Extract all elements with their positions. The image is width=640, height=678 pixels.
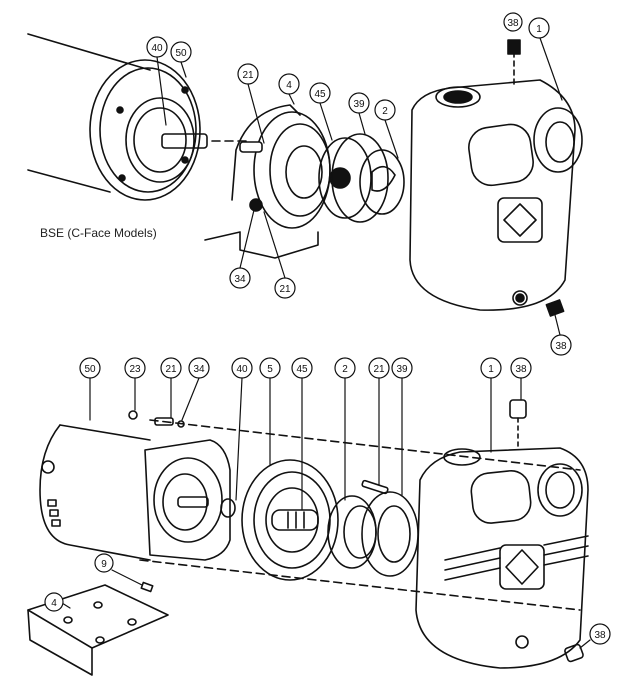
- svg-text:21: 21: [242, 70, 254, 81]
- svg-text:4: 4: [286, 80, 292, 91]
- svg-text:21: 21: [165, 364, 177, 375]
- svg-text:40: 40: [151, 43, 163, 54]
- svg-text:38: 38: [555, 341, 567, 352]
- callout-21-bottom-of-top: 21: [263, 211, 296, 299]
- bottom-pump-casing: [415, 399, 589, 669]
- svg-text:40: 40: [236, 364, 248, 375]
- top-bracket: [204, 104, 331, 259]
- callout-34-top: 34: [229, 209, 255, 289]
- svg-text:34: 34: [193, 364, 205, 375]
- callout-5-bottom: 5: [259, 357, 281, 466]
- top-seal-and-gasket: [318, 133, 405, 223]
- callout-34-bottom: 34: [181, 357, 210, 421]
- svg-text:9: 9: [101, 559, 107, 570]
- callout-38-bottom-top: 38: [510, 357, 532, 401]
- svg-text:45: 45: [296, 364, 308, 375]
- callout-21-bottom: 21: [160, 357, 182, 419]
- callout-40-top: 40: [146, 36, 168, 126]
- callout-21-top: 21: [237, 63, 265, 144]
- svg-text:38: 38: [515, 364, 527, 375]
- callout-21-bottom-stud: 21: [368, 357, 390, 486]
- bottom-base-bracket: [27, 581, 169, 676]
- svg-text:2: 2: [382, 106, 388, 117]
- bottom-impeller-and-gasket: [327, 479, 419, 577]
- callout-50-bottom: 50: [79, 357, 101, 421]
- callout-4-bottom: 4: [44, 592, 71, 612]
- callout-1-bottom: 1: [480, 357, 502, 453]
- svg-text:50: 50: [84, 364, 96, 375]
- callout-50-top: 50: [170, 41, 192, 78]
- callout-9-bottom: 9: [94, 553, 143, 586]
- callout-40-bottom: 40: [231, 357, 253, 501]
- diagram-caption: BSE (C-Face Models): [40, 226, 157, 240]
- svg-text:1: 1: [536, 24, 542, 35]
- bottom-fasteners: [128, 410, 185, 428]
- bottom-seal-plate: [241, 459, 339, 581]
- svg-text:39: 39: [396, 364, 408, 375]
- bottom-motor: [39, 419, 581, 611]
- callout-2-bottom: 2: [334, 357, 356, 501]
- callout-38-top: 38: [503, 12, 523, 32]
- svg-text:38: 38: [594, 630, 606, 641]
- callout-2-top: 2: [374, 99, 399, 159]
- svg-text:4: 4: [51, 598, 57, 609]
- svg-text:21: 21: [279, 284, 291, 295]
- callout-39-bottom: 39: [391, 357, 413, 496]
- top-pump-casing: [409, 39, 583, 317]
- svg-text:38: 38: [507, 18, 519, 29]
- callout-1-top: 1: [528, 17, 563, 101]
- callout-45-bottom: 45: [291, 357, 313, 511]
- callout-4-top: 4: [278, 73, 300, 105]
- svg-text:21: 21: [373, 364, 385, 375]
- callouts: 38 1 40 50 21 4 45 39 2 34 21 38 50 23 2…: [44, 12, 611, 649]
- svg-text:34: 34: [234, 274, 246, 285]
- svg-text:23: 23: [129, 364, 141, 375]
- svg-text:45: 45: [314, 89, 326, 100]
- callout-23-bottom: 23: [124, 357, 146, 411]
- svg-text:50: 50: [175, 48, 187, 59]
- top-motor: [27, 33, 251, 201]
- svg-text:2: 2: [342, 364, 348, 375]
- svg-text:1: 1: [488, 364, 494, 375]
- callout-45-top: 45: [309, 82, 333, 141]
- callout-39-top: 39: [348, 92, 370, 135]
- callout-38-top-drain: 38: [550, 314, 572, 356]
- svg-text:5: 5: [267, 364, 273, 375]
- callout-38-bottom-drain: 38: [579, 623, 611, 649]
- svg-text:39: 39: [353, 99, 365, 110]
